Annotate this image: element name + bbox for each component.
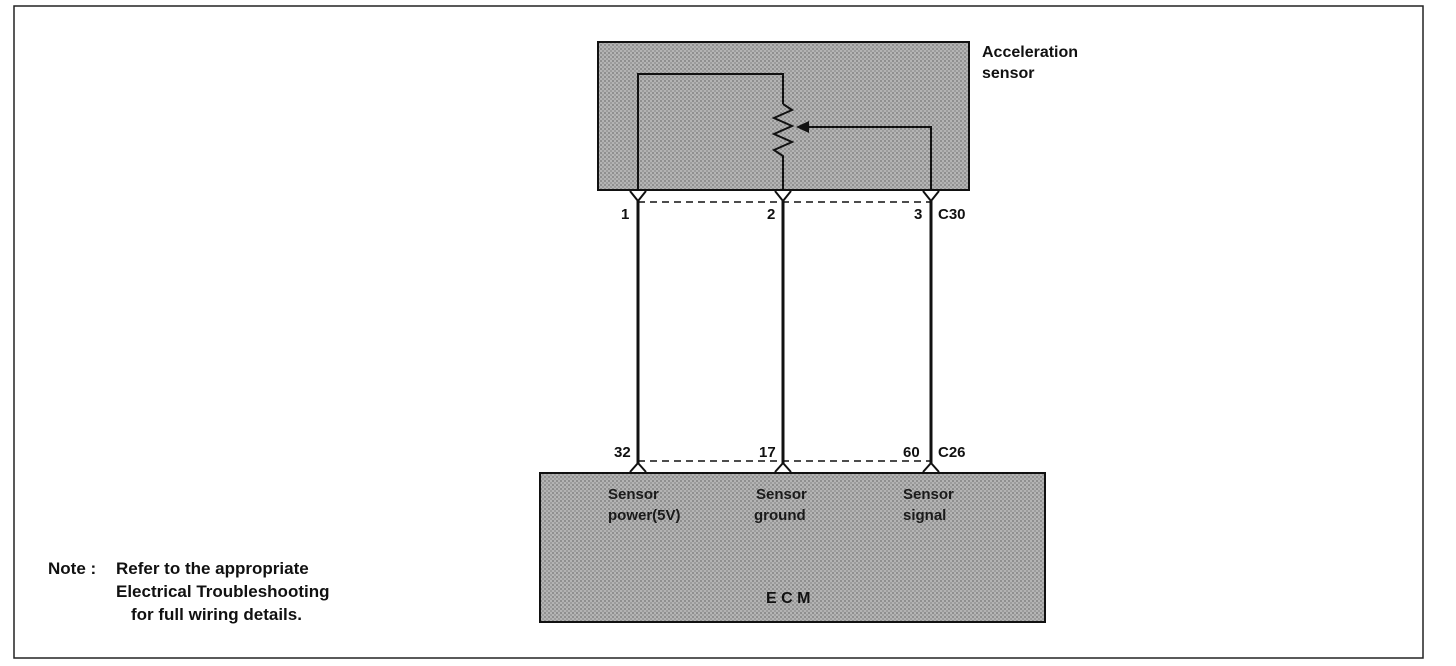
ecm-func-power-line2: power(5V) — [608, 507, 681, 524]
c30-pin-2: 2 — [767, 206, 775, 223]
ecm-func-ground-line1: Sensor — [756, 486, 807, 503]
c26-pin-17: 17 — [759, 444, 776, 461]
sensor-title-line1: Acceleration — [982, 44, 1078, 61]
c26-connector-label: C26 — [938, 444, 966, 461]
ecm-box — [539, 472, 1046, 623]
connector-c26 — [629, 460, 940, 473]
ecm-func-ground-line2: ground — [754, 507, 806, 524]
ecm-func-signal-line2: signal — [903, 507, 946, 524]
resistor-symbol — [771, 103, 795, 190]
sensor-title-line2: sensor — [982, 65, 1034, 82]
ecm-label: E C M — [766, 590, 810, 607]
note-line3: for full wiring details. — [131, 605, 302, 624]
connector-c30 — [629, 190, 940, 203]
note-prefix: Note : — [48, 559, 96, 578]
diagram-frame — [13, 5, 1424, 659]
note-line2: Electrical Troubleshooting — [116, 582, 329, 601]
acceleration-sensor-component — [597, 41, 970, 191]
sensor-internal-wire-left — [637, 73, 784, 190]
ecm-func-power-line1: Sensor — [608, 486, 659, 503]
resistor-wiper — [808, 126, 932, 190]
ecm-func-signal-line1: Sensor — [903, 486, 954, 503]
c26-pin-60: 60 — [903, 444, 920, 461]
note-line1: Refer to the appropriate — [116, 559, 309, 578]
c30-connector-label: C30 — [938, 206, 966, 223]
c26-pin-32: 32 — [614, 444, 631, 461]
wiper-arrow — [796, 121, 809, 133]
c30-pin-3: 3 — [914, 206, 922, 223]
c30-pin-1: 1 — [621, 206, 629, 223]
